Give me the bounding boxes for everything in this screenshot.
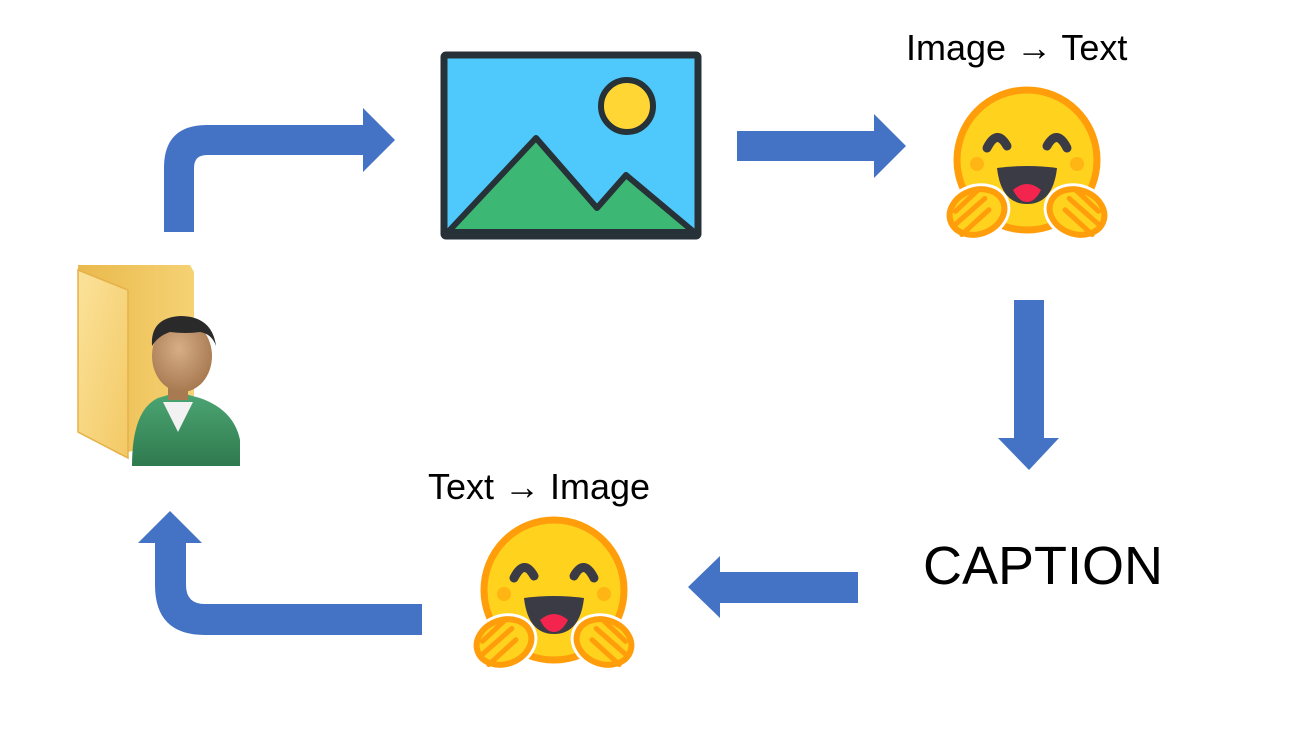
user-folder-icon xyxy=(77,265,240,466)
arrow-model-to-caption xyxy=(998,300,1059,470)
hugging-face-emoji-icon xyxy=(935,82,1118,250)
label-caption: CAPTION xyxy=(923,536,1163,596)
arrow-caption-to-model xyxy=(688,556,858,618)
hugging-face-emoji-icon-text-to-image xyxy=(462,512,645,680)
landscape-image-icon xyxy=(440,51,702,240)
arrow-model-to-folder xyxy=(138,511,422,635)
arrow-image-to-model xyxy=(737,114,906,178)
label-text-to-image: Text → Image xyxy=(428,466,650,507)
arrow-folder-to-image xyxy=(164,108,395,232)
label-image-to-text: Image → Text xyxy=(906,27,1127,68)
